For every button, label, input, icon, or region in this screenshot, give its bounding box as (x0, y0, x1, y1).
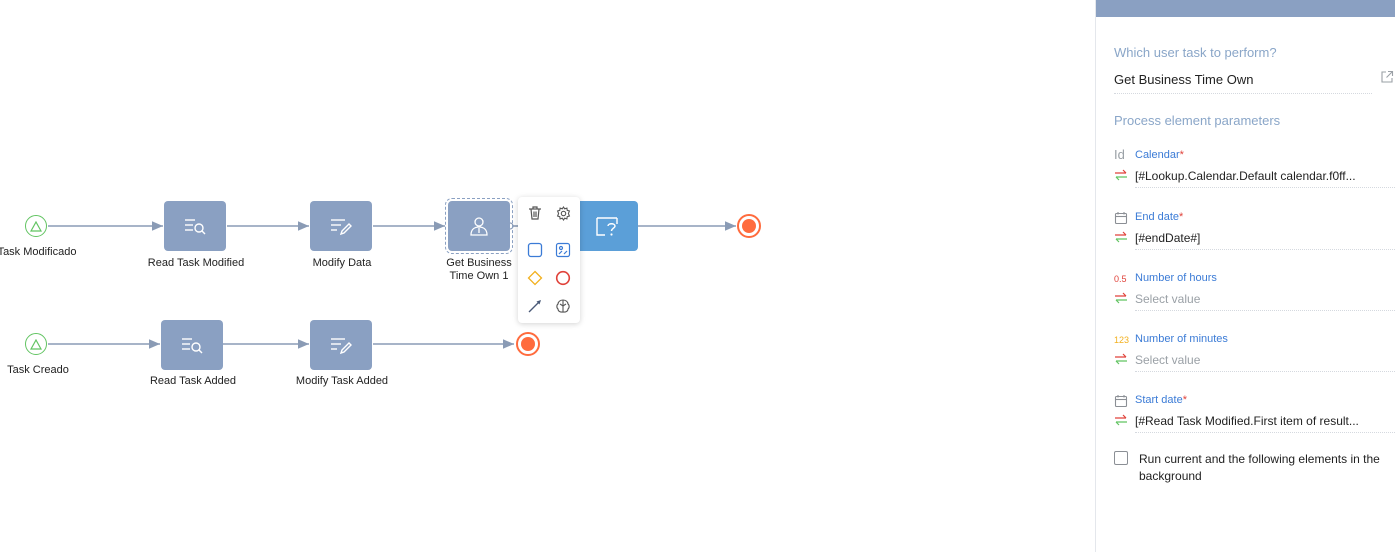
user-task-lookup-field[interactable]: Get Business Time Own (1114, 69, 1372, 94)
start-event-2-label: Task Creado (7, 364, 69, 376)
connector-arrow-icon[interactable] (526, 297, 544, 315)
modify-data-label: Modify Data (312, 257, 372, 269)
swap-arrows-icon[interactable] (1114, 414, 1128, 426)
integer-icon: 123 (1114, 335, 1130, 345)
read-task-added-node[interactable] (161, 320, 223, 370)
swap-arrows-icon[interactable] (1114, 231, 1128, 243)
panel-header-bar (1096, 0, 1395, 17)
read-task-added-label: Read Task Added (149, 375, 237, 387)
background-run-checkbox[interactable] (1114, 451, 1128, 465)
param-number-of-minutes: 123 Number of minutes Select value (1114, 333, 1395, 391)
modify-data-icon (331, 219, 352, 236)
calendar-icon (1114, 395, 1128, 408)
read-data-icon (182, 338, 203, 354)
start-event-label: Task Modificado (0, 246, 77, 258)
process-canvas[interactable]: Task Modificado Read Task Modified Modif… (0, 0, 1095, 552)
param-minutes-label: Number of minutes (1135, 333, 1228, 345)
end-event-circle-icon[interactable] (554, 269, 572, 287)
swap-arrows-icon[interactable] (1114, 169, 1128, 181)
param-hours-label: Number of hours (1135, 272, 1217, 284)
read-task-modified-label: Read Task Modified (147, 257, 245, 269)
param-calendar-value[interactable]: [#Lookup.Calendar.Default calendar.f0ff.… (1135, 165, 1395, 188)
task-square-icon[interactable] (526, 241, 544, 259)
modify-data-node[interactable] (310, 201, 372, 251)
properties-panel: Which user task to perform? Get Business… (1095, 0, 1395, 552)
user-task-question: Which user task to perform? (1114, 45, 1277, 60)
param-calendar-label: Calendar* (1135, 149, 1184, 161)
start-event-task-modified[interactable] (25, 215, 47, 237)
process-parameters-title: Process element parameters (1114, 113, 1281, 128)
subprocess-icon[interactable] (554, 241, 572, 259)
element-toolbox (518, 197, 580, 323)
param-minutes-value[interactable]: Select value (1135, 349, 1395, 372)
param-start-date-value[interactable]: [#Read Task Modified.First item of resul… (1135, 410, 1395, 433)
param-number-of-hours: 0.5 Number of hours Select value (1114, 272, 1395, 330)
open-external-icon[interactable] (1380, 70, 1394, 89)
param-start-date-label: Start date* (1135, 394, 1187, 406)
triangle-icon (30, 220, 42, 232)
param-end-date-value[interactable]: [#endDate#] (1135, 227, 1395, 250)
read-task-modified-node[interactable] (164, 201, 226, 251)
modify-task-added-label: Modify Task Added (295, 375, 389, 387)
modify-data-icon (331, 338, 352, 355)
calendar-icon (1114, 212, 1128, 225)
start-event-task-created[interactable] (25, 333, 47, 355)
user-icon (470, 217, 488, 236)
param-hours-value[interactable]: Select value (1135, 288, 1395, 311)
end-event-2[interactable] (516, 332, 540, 356)
background-run-label: Run current and the following elements i… (1139, 452, 1380, 483)
decimal-icon: 0.5 (1114, 274, 1127, 284)
param-end-date: End date* [#endDate#] (1114, 211, 1395, 269)
ai-brain-icon[interactable] (554, 297, 572, 315)
user-task-node[interactable] (445, 198, 513, 254)
connections-layer (48, 221, 736, 349)
id-icon: Id (1114, 147, 1125, 162)
gateway-diamond-icon[interactable] (526, 269, 544, 287)
end-event-1[interactable] (737, 214, 761, 238)
selected-element-node[interactable] (576, 201, 638, 251)
trash-icon[interactable] (526, 204, 544, 222)
triangle-icon (30, 338, 42, 350)
param-calendar: Id Calendar* [#Lookup.Calendar.Default c… (1114, 147, 1395, 207)
swap-arrows-icon[interactable] (1114, 292, 1128, 304)
read-data-icon (185, 219, 206, 235)
param-start-date: Start date* [#Read Task Modified.First i… (1114, 394, 1395, 452)
swap-arrows-icon[interactable] (1114, 353, 1128, 365)
gear-icon[interactable] (554, 204, 572, 222)
param-end-date-label: End date* (1135, 211, 1184, 223)
modify-task-added-node[interactable] (310, 320, 372, 370)
user-task-label: Get Business Time Own 1 (446, 257, 512, 282)
question-page-icon (596, 217, 618, 236)
